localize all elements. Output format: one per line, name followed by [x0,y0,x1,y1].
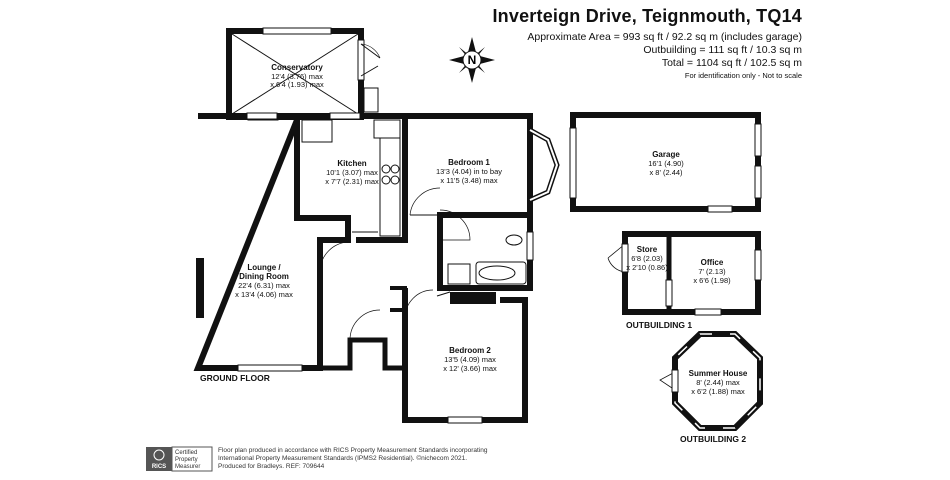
kitchen-dim2: x 7'7 (2.31) max [325,177,379,186]
summerhouse-dim2: x 6'2 (1.88) max [691,387,745,396]
office-dim1: 7' (2.13) [698,267,726,276]
total-area-text: Total = 1104 sq ft / 102.5 sq m [661,57,802,69]
kitchen-name: Kitchen [337,159,366,168]
store-name: Store [637,245,658,254]
garage-area [569,112,762,213]
rics-badge: RICS Certified Property Measurer [146,446,213,472]
badge-line-1: Certified [175,450,197,456]
approx-area-text: Approximate Area = 993 sq ft / 92.2 sq m… [527,31,802,43]
garage-dim2: x 8' (2.44) [649,168,683,177]
garage-name: Garage [652,150,680,159]
lounge-dim2: x 13'4 (4.06) max [235,290,293,299]
bedroom2-dim2: x 12' (3.66) max [443,364,497,373]
office-dim2: x 6'6 (1.98) [693,276,731,285]
footer-note: Floor plan produced in accordance with R… [218,447,488,471]
footer-line-2: International Property Measurement Stand… [218,455,468,462]
ground-floor-walls [193,112,560,424]
bedroom2-name: Bedroom 2 [449,346,491,355]
rics-text: RICS [152,464,166,470]
ground-floor-label: GROUND FLOOR [200,373,270,383]
compass-letter: N [468,53,477,67]
footer-line-1: Floor plan produced in accordance with R… [218,447,488,454]
lounge-dim1: 22'4 (6.31) max [238,281,290,290]
outbuilding-1-label: OUTBUILDING 1 [626,320,692,330]
disclaimer-text: For identification only - Not to scale [684,71,802,80]
summerhouse-dim1: 8' (2.44) max [696,378,740,387]
conservatory-dim2: x 6'4 (1.93) max [270,80,324,89]
outbuilding-2-area [659,331,763,431]
office-name: Office [701,258,724,267]
summerhouse-name: Summer House [689,369,748,378]
conservatory-dim1: 12'4 (3.76) max [271,72,323,81]
bedroom1-dim1: 13'3 (4.04) in to bay [436,167,502,176]
lounge-name2: Dining Room [239,272,289,281]
badge-line-2: Property [175,457,198,463]
bedroom2-dim1: 13'5 (4.09) max [444,355,496,364]
outbuilding-area-text: Outbuilding = 111 sq ft / 10.3 sq m [643,44,802,56]
outbuilding-2-label: OUTBUILDING 2 [680,434,746,444]
lounge-name: Lounge / [247,263,281,272]
property-title: Inverteign Drive, Teignmouth, TQ14 [492,6,802,26]
outbuilding-1-area [607,231,762,316]
kitchen-dim1: 10'1 (3.07) max [326,168,378,177]
conservatory-name: Conservatory [271,63,323,72]
store-dim1: 6'8 (2.03) [631,254,663,263]
footer-line-3: Produced for Bradleys. REF: 709644 [218,463,325,470]
garage-dim1: 16'1 (4.90) [648,159,684,168]
room-labels: Conservatory 12'4 (3.76) max x 6'4 (1.93… [235,63,748,396]
bedroom1-name: Bedroom 1 [448,158,490,167]
badge-line-3: Measurer [175,464,200,470]
compass-icon: N [449,37,495,83]
bedroom1-dim2: x 11'5 (3.48) max [440,176,497,185]
store-dim2: x 2'10 (0.86) [626,263,668,272]
